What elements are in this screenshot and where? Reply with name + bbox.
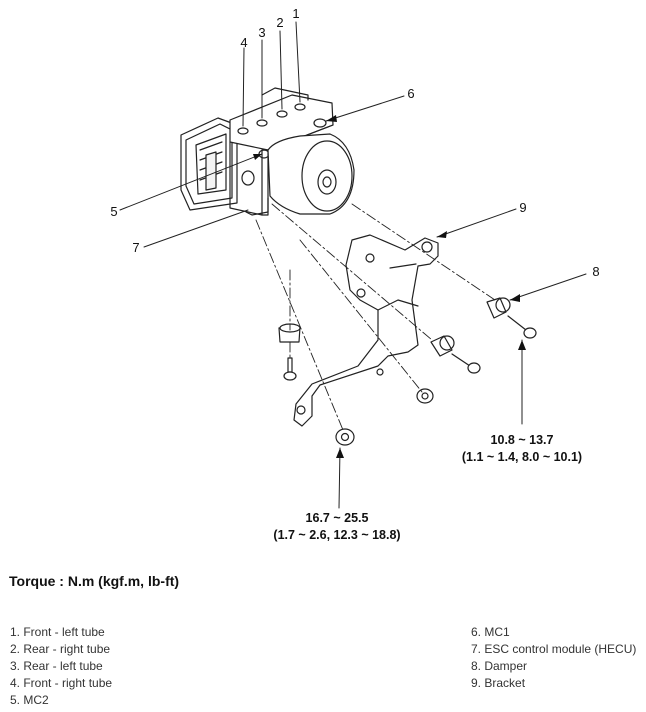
damper-bolt-torque-nm: 10.8 ~ 13.7 (491, 433, 554, 447)
callout-5: 5 (110, 204, 117, 219)
bracket-nut-torque-nm: 16.7 ~ 25.5 (306, 511, 369, 525)
callout-6: 6 (407, 86, 414, 101)
callout-4: 4 (240, 35, 247, 50)
legend-item: 6. MC1 (471, 625, 510, 639)
legend-right: 6. MC1 7. ESC control module (HECU) 8. D… (471, 624, 636, 692)
callout-8: 8 (592, 264, 599, 279)
esc-control-module (180, 87, 355, 216)
nut-bottom (335, 428, 355, 446)
bracket-nut-torque-alt: (1.7 ~ 2.6, 12.3 ~ 18.8) (273, 528, 400, 542)
alignment-lines (255, 203, 496, 431)
callout-3: 3 (258, 25, 265, 40)
nut-right (416, 388, 434, 404)
legend-left: 1. Front - left tube 2. Rear - right tub… (10, 624, 112, 709)
legend-item: 5. MC2 (10, 693, 49, 707)
callout-1: 1 (292, 6, 299, 21)
damper-bolt-torque-alt: (1.1 ~ 1.4, 8.0 ~ 10.1) (462, 450, 582, 464)
leader-arrowheads (253, 115, 526, 458)
bracket (293, 234, 439, 427)
callout-9: 9 (519, 200, 526, 215)
damper-left (278, 323, 301, 381)
legend-item: 8. Damper (471, 659, 528, 673)
legend-item: 2. Rear - right tube (10, 642, 111, 656)
callout-2: 2 (276, 15, 283, 30)
legend-item: 4. Front - right tube (10, 676, 113, 690)
legend-item: 7. ESC control module (HECU) (471, 642, 637, 656)
damper-middle (430, 335, 481, 374)
legend-item: 9. Bracket (471, 676, 526, 690)
callout-7: 7 (132, 240, 139, 255)
legend-item: 1. Front - left tube (10, 625, 105, 639)
abs-assembly-diagram: 1 2 3 4 5 6 7 8 9 10.8 ~ 13.7 (1.1 ~ 1.4… (110, 6, 599, 542)
damper-top (486, 297, 537, 339)
legend-item: 3. Rear - left tube (10, 659, 103, 673)
torque-heading: Torque : N.m (kgf.m, lb-ft) (9, 573, 180, 589)
